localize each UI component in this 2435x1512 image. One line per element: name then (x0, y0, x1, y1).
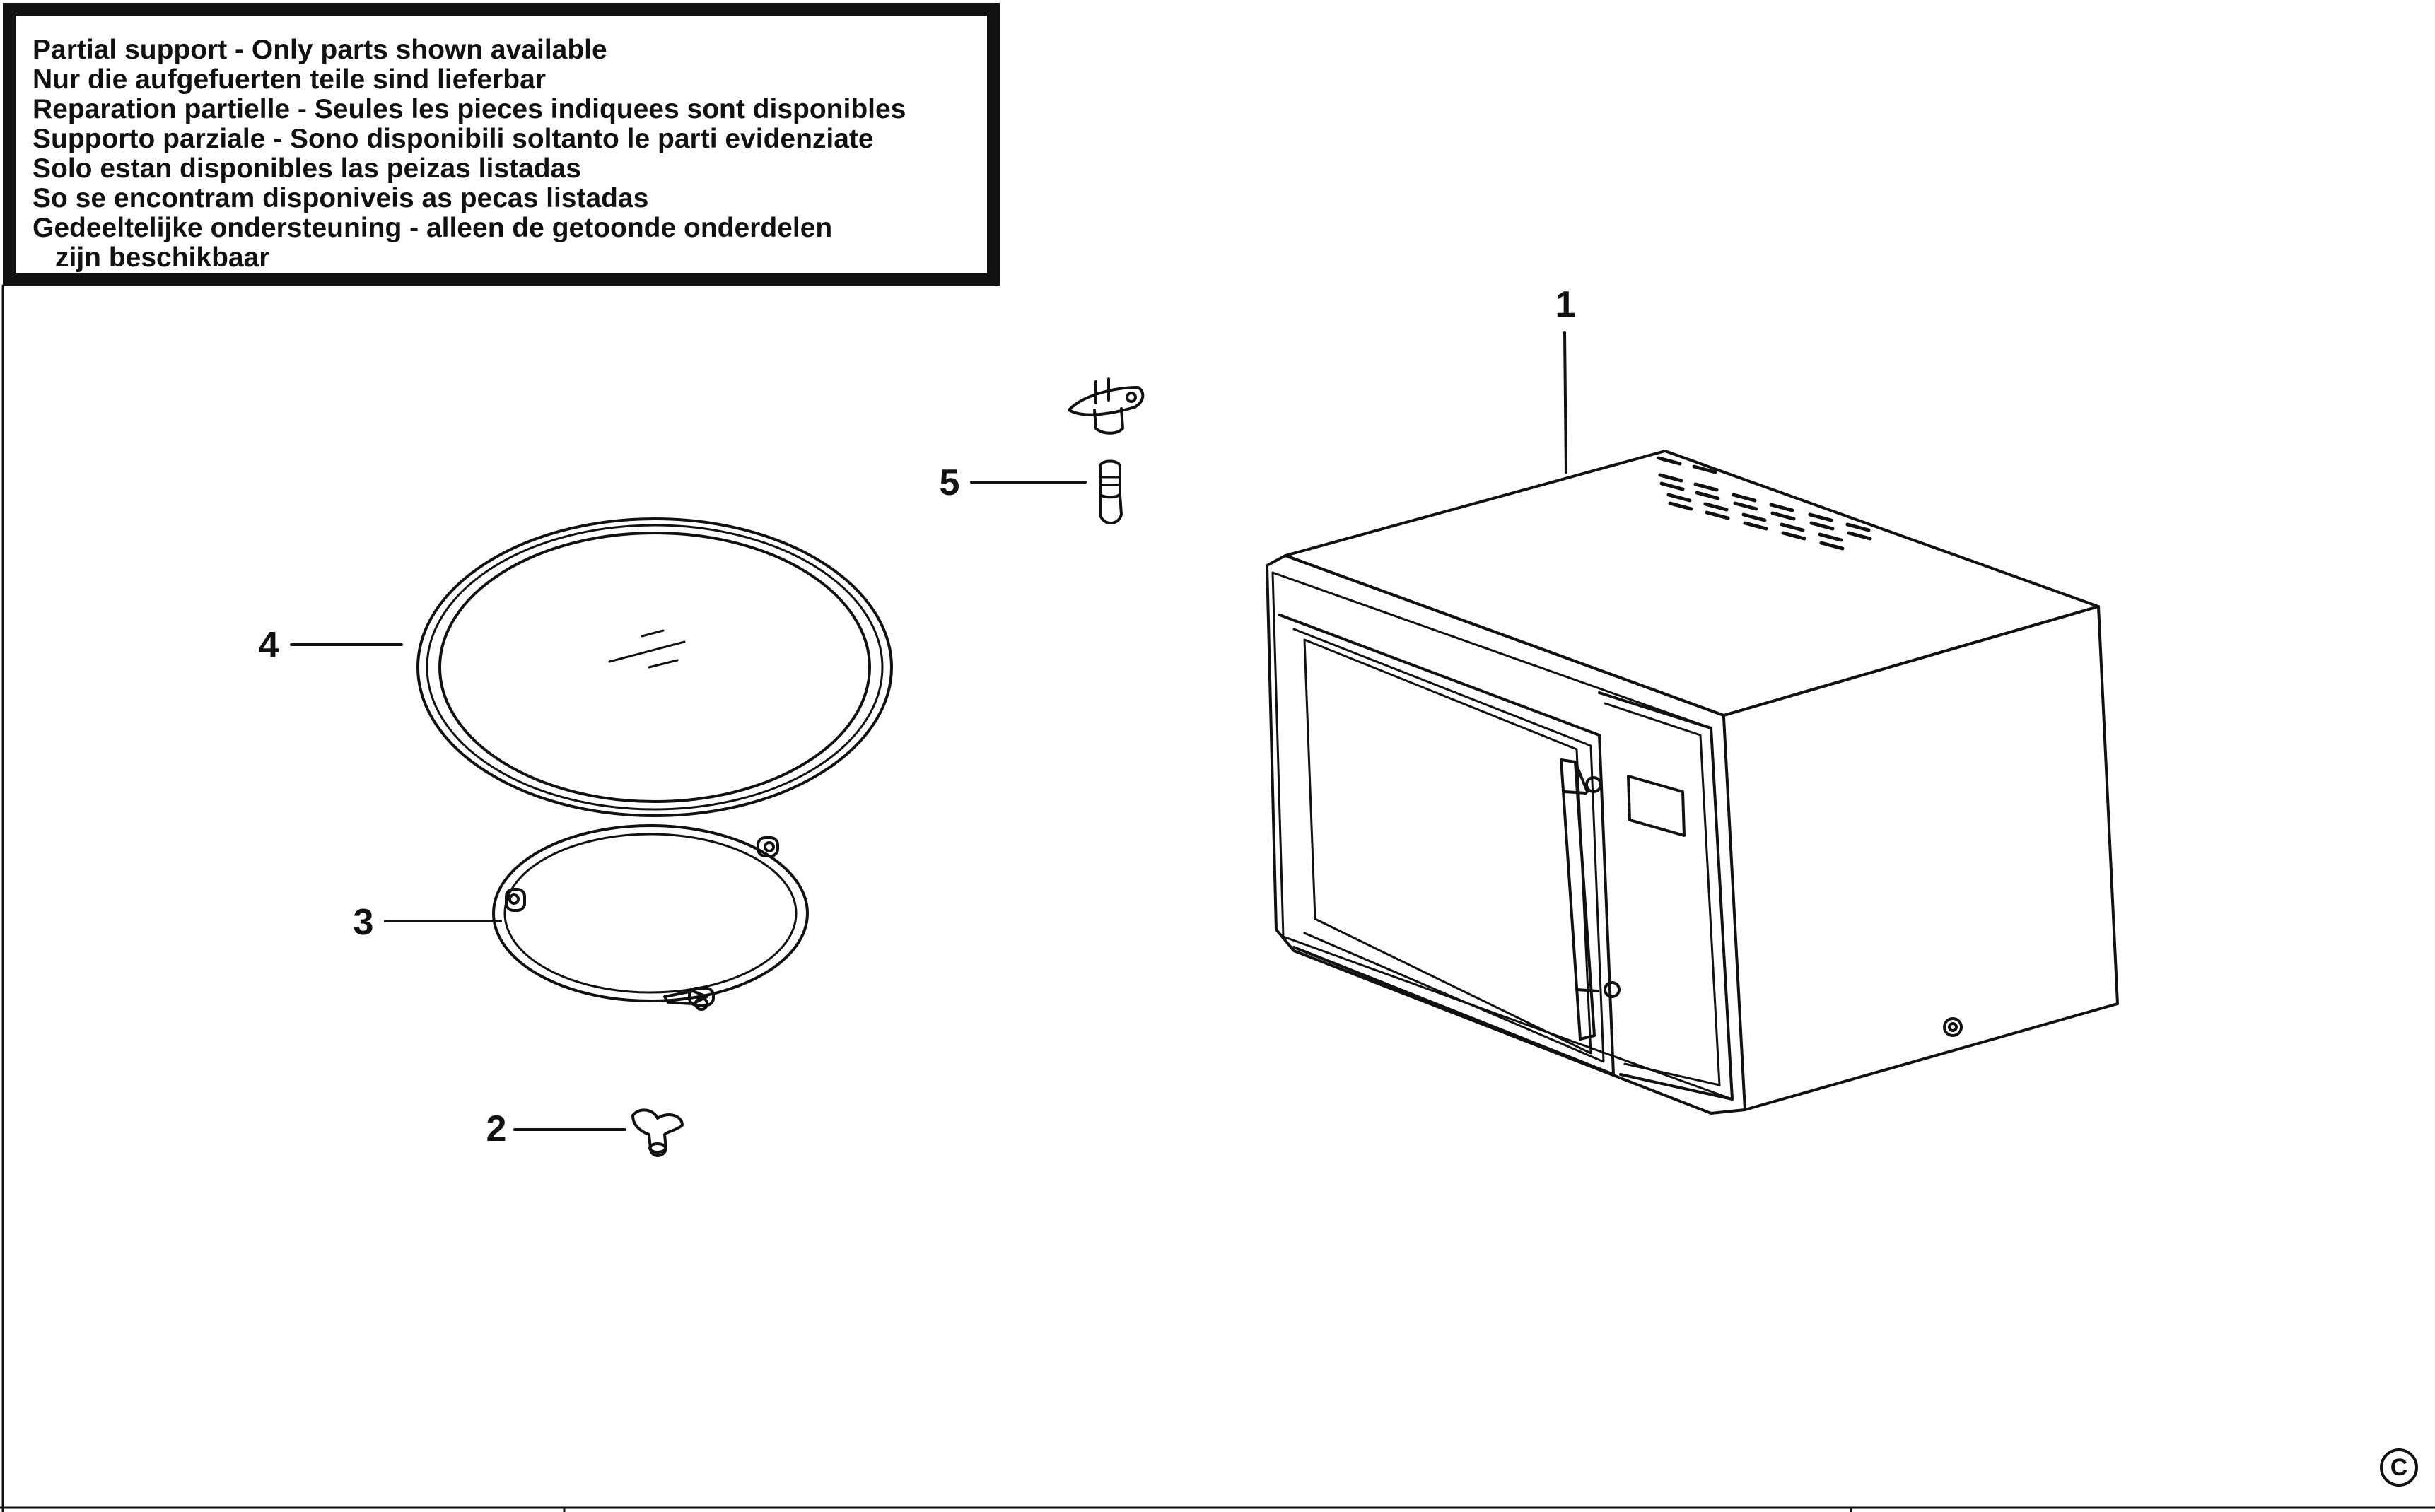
callout-number-1: 1 (1555, 284, 1576, 325)
lamp-and-holder-icon (1068, 377, 1145, 524)
notice-line-it: Supporto parziale - Sono disponibili sol… (33, 124, 874, 154)
notice-line-en: Partial support - Only parts shown avail… (33, 35, 607, 65)
notice-line-nl: Gedeeltelijke ondersteuning - alleen de … (33, 213, 833, 243)
microwave-oven-icon (1266, 450, 2119, 1115)
notice-line-pt: So se encontram disponiveis as pecas lis… (33, 183, 649, 213)
notice-line-nl-cont: zijn beschikbaar (55, 242, 270, 273)
copyright-icon: C (2380, 1448, 2418, 1487)
roller-ring-icon (492, 824, 809, 1011)
notice-line-de: Nur die aufgefuerten teile sind lieferba… (33, 64, 546, 95)
callout-number-3: 3 (354, 902, 374, 943)
notice-line-fr: Reparation partielle - Seules les pieces… (33, 94, 906, 124)
glass-turntable-plate-icon (416, 517, 893, 817)
callout-number-4: 4 (259, 625, 279, 666)
leader-line-1 (1563, 331, 1567, 474)
notice-line-es: Solo estan disponibles las peizas listad… (33, 153, 581, 184)
callout-number-5: 5 (940, 462, 960, 503)
callout-number-2: 2 (486, 1108, 507, 1149)
turntable-coupler-icon (631, 1108, 684, 1157)
availability-notice: Partial support - Only parts shown avail… (3, 3, 1000, 286)
